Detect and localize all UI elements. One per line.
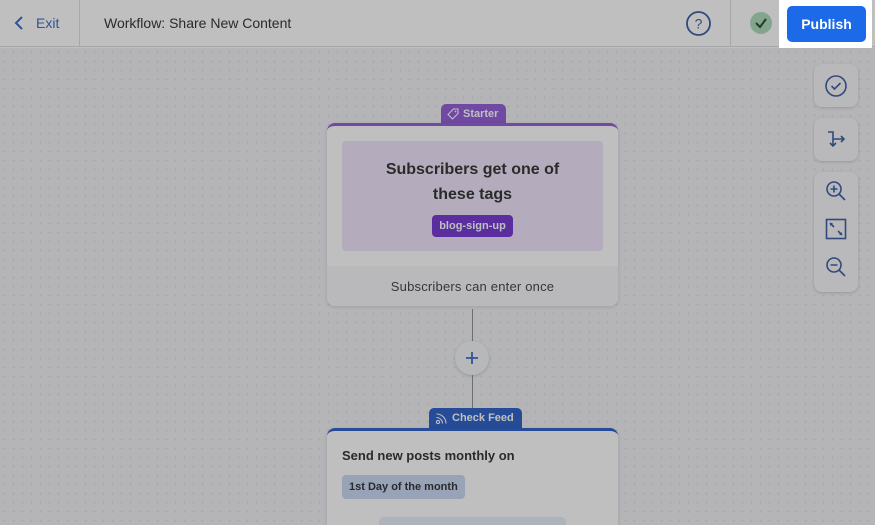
connector-line xyxy=(472,375,473,408)
starter-trigger-box: Subscribers get one of these tags blog-s… xyxy=(342,141,603,251)
workflow-title: Workflow: Share New Content xyxy=(104,15,292,31)
check-feed-tab: Check Feed xyxy=(429,408,522,428)
rss-icon xyxy=(435,412,447,424)
branch-button[interactable] xyxy=(814,118,858,161)
starter-heading: Subscribers get one of these tags xyxy=(385,161,560,203)
svg-text:?: ? xyxy=(695,16,703,32)
check-icon xyxy=(755,18,767,29)
header-divider xyxy=(730,0,731,47)
exit-label: Exit xyxy=(36,15,60,31)
starter-footer: Subscribers can enter once xyxy=(327,266,618,306)
connector-line xyxy=(472,309,473,341)
chevron-left-icon xyxy=(14,16,23,30)
saved-status-icon xyxy=(750,12,772,34)
tag-icon xyxy=(447,108,459,120)
check-feed-tab-label: Check Feed xyxy=(452,412,514,424)
add-step-button[interactable] xyxy=(455,341,489,375)
check-feed-node[interactable]: Send new posts monthly on 1st Day of the… xyxy=(327,428,618,525)
feed-sub-box xyxy=(379,517,566,525)
fit-screen-icon xyxy=(825,218,847,240)
check-circle-icon xyxy=(825,74,847,97)
zoom-out-icon xyxy=(826,257,846,277)
zoom-out-button[interactable] xyxy=(814,248,858,286)
validate-button[interactable] xyxy=(814,64,858,107)
tag-chip[interactable]: blog-sign-up xyxy=(432,215,513,237)
validate-toolbox xyxy=(814,64,858,107)
starter-node[interactable]: Subscribers get one of these tags blog-s… xyxy=(327,123,618,306)
branch-arrow-icon xyxy=(828,130,846,147)
publish-button[interactable]: Publish xyxy=(787,6,866,42)
question-circle-icon: ? xyxy=(686,11,711,36)
zoom-toolbox xyxy=(814,172,858,292)
fit-screen-button[interactable] xyxy=(814,210,858,248)
starter-tab: Starter xyxy=(441,104,507,124)
feed-heading: Send new posts monthly on xyxy=(342,448,515,463)
exit-button[interactable]: Exit xyxy=(0,0,80,47)
branch-toolbox xyxy=(814,118,858,161)
plus-icon xyxy=(466,352,478,364)
starter-tab-label: Starter xyxy=(463,108,499,120)
zoom-in-button[interactable] xyxy=(814,172,858,210)
day-chip[interactable]: 1st Day of the month xyxy=(342,475,465,499)
help-button[interactable]: ? xyxy=(685,10,712,37)
zoom-in-icon xyxy=(826,181,846,201)
top-bar: Exit Workflow: Share New Content ? xyxy=(0,0,875,47)
